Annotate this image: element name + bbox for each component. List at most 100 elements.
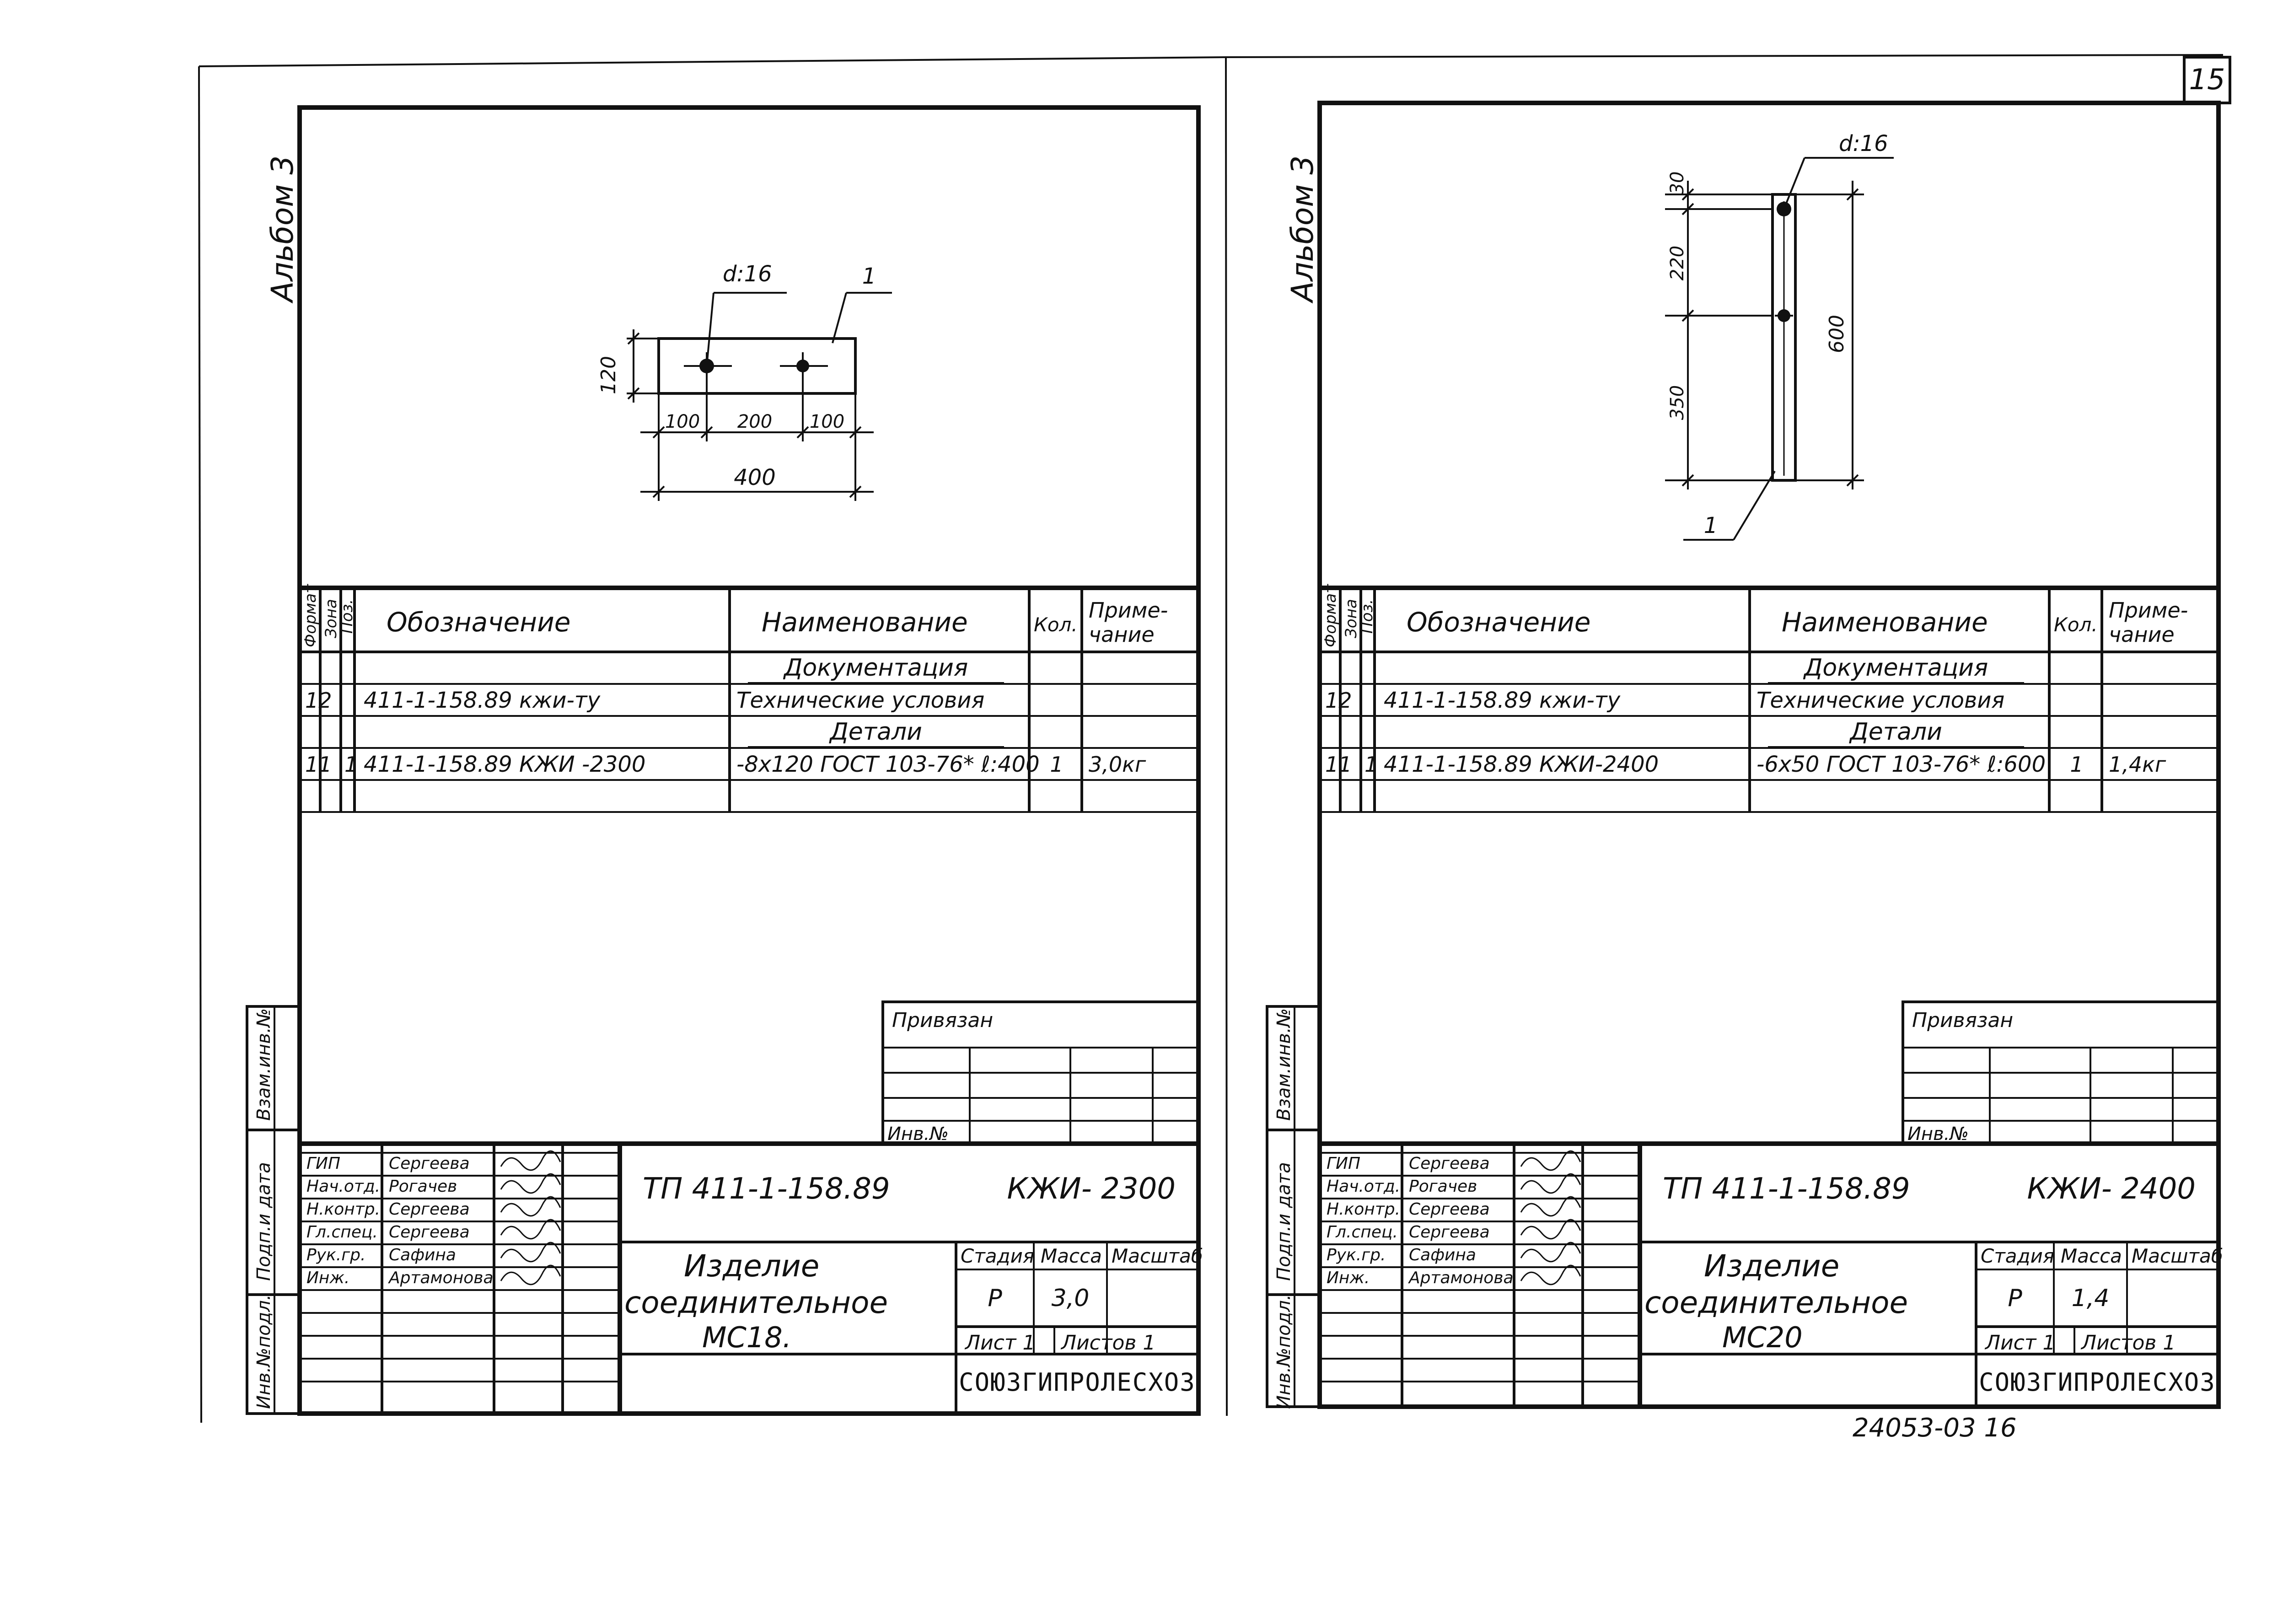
left-sheet-trim-line: [198, 66, 202, 1423]
signature-role: Инж.: [1327, 1269, 1370, 1287]
organization-name: СОЮЗГИПРОЛЕСХОЗ: [1979, 1368, 2216, 1397]
signature-role: Н.контр.: [306, 1200, 380, 1219]
sheet-separator-line: [1225, 57, 1228, 1416]
title-product-line1: Изделие: [684, 1248, 819, 1284]
position-mark-label: 1: [1704, 513, 1718, 538]
spec-header-note-line1: Приме-: [1089, 598, 1168, 623]
spec-cell-format: 12: [305, 688, 332, 713]
mass-value: 3,0: [1052, 1285, 1090, 1312]
stage-value: Р: [2008, 1285, 2022, 1312]
spec-header-name: Наименование: [1782, 607, 1988, 638]
album-label: Альбом 3: [265, 156, 300, 304]
side-stamp-column: [1266, 1005, 1321, 1408]
dimension-top: 30: [1667, 172, 1688, 195]
dimension-height: 120: [597, 356, 620, 394]
signature-scribble: [500, 1150, 561, 1171]
scale-label: Масштаб: [1112, 1245, 1203, 1267]
sheet-number: Лист 1: [1984, 1331, 2055, 1355]
signature-role: ГИП: [306, 1154, 340, 1173]
spec-header-quantity: Кол.: [1034, 613, 1078, 636]
sheet-frame: [297, 105, 1201, 1416]
signature-scribble: [1520, 1264, 1581, 1285]
dimension-total: 400: [734, 465, 776, 490]
spec-header-format: Формат: [1321, 584, 1340, 647]
spec-header-note-line2: чание: [1089, 622, 1155, 647]
dimension-tick: [700, 426, 713, 439]
dimension-tick: [627, 332, 640, 345]
spec-header-name: Наименование: [762, 607, 968, 638]
spec-cell-name: -6х50 ГОСТ 103-76* ℓ:600: [1757, 752, 2046, 777]
spec-header-zone: Зона: [322, 599, 340, 638]
stage-value: Р: [988, 1285, 1002, 1312]
signature-scribble: [1520, 1196, 1581, 1217]
signature-role: Нач.отд.: [1327, 1177, 1400, 1196]
footer-code: 24053-03 16: [1853, 1413, 2017, 1443]
spec-header-quantity: Кол.: [2054, 613, 2098, 636]
spec-cell-quantity: 1: [1050, 752, 1063, 777]
signature-name: Сергеева: [1409, 1200, 1490, 1219]
dimension-tick: [1846, 474, 1859, 487]
position-leader: [1733, 470, 1776, 541]
sheet-total: Листов 1: [2080, 1331, 2176, 1355]
dimension-middle: 200: [737, 411, 772, 432]
dimension-tick: [796, 426, 809, 439]
dimension-tick: [849, 485, 862, 498]
scale-label: Масштаб: [2132, 1245, 2223, 1267]
spec-header-note-line1: Приме-: [2109, 598, 2188, 623]
title-product-line1: Изделие: [1704, 1248, 1839, 1284]
spec-section-heading: Детали: [1849, 718, 1942, 746]
position-mark-label: 1: [862, 263, 876, 289]
spec-cell-position: 1: [1364, 752, 1378, 777]
dimension-tick: [652, 485, 665, 498]
spec-cell-designation: 411-1-158.89 КЖИ-2400: [1384, 752, 1659, 777]
spec-cell-name: Технические условия: [1757, 688, 2004, 713]
signature-role: Гл.спец.: [1327, 1223, 1398, 1242]
mass-label: Масса: [1041, 1245, 1102, 1267]
side-label-original-inventory: Инв.№подл.: [253, 1294, 274, 1409]
dimension-left: 100: [665, 411, 700, 432]
signature-scribble: [500, 1173, 561, 1194]
page-number: 15: [2189, 63, 2225, 96]
organization-name: СОЮЗГИПРОЛЕСХОЗ: [959, 1368, 1196, 1397]
dimension-tick: [1681, 203, 1694, 215]
side-label-signature-date: Подп.и дата: [253, 1162, 274, 1281]
side-label-replaced-inventory: Взам.инв.№: [1273, 1008, 1295, 1121]
signature-role: Рук.гр.: [306, 1246, 365, 1264]
album-label: Альбом 3: [1285, 156, 1320, 304]
side-stamp-column: [246, 1005, 301, 1415]
signature-name: Артамонова: [388, 1269, 494, 1287]
stage-label: Стадия: [1981, 1245, 2054, 1267]
spec-header-designation: Обозначение: [1407, 607, 1590, 638]
spec-section-heading: Детали: [829, 718, 922, 746]
spec-section-heading: Документация: [1803, 654, 1988, 682]
signature-scribble: [500, 1264, 561, 1285]
title-project-code: ТП 411-1-158.89: [643, 1172, 890, 1206]
title-product-line3: МС18.: [702, 1321, 791, 1354]
title-product-line2: соединительное: [624, 1285, 888, 1320]
spec-header-note-line2: чание: [2109, 622, 2175, 647]
spec-cell-designation: 411-1-158.89 КЖИ -2300: [364, 752, 645, 777]
signature-scribble: [1520, 1242, 1581, 1263]
dimension-tick: [627, 387, 640, 400]
spec-header-format: Формат: [301, 584, 320, 647]
spec-cell-name: Технические условия: [736, 688, 984, 713]
hole-diameter-label: d:16: [723, 261, 772, 287]
dimension-tick: [1681, 474, 1694, 487]
signature-role: ГИП: [1327, 1154, 1360, 1173]
signature-name: Рогачев: [1409, 1177, 1477, 1196]
spec-cell-name: -8х120 ГОСТ 103-76* ℓ:400: [736, 752, 1040, 777]
dimension-right: 100: [810, 411, 844, 432]
spec-header-position: Поз.: [338, 599, 356, 634]
dimension-middle: 220: [1667, 246, 1688, 280]
signature-role: Н.контр.: [1327, 1200, 1400, 1219]
signature-scribble: [1520, 1150, 1581, 1171]
signature-scribble: [1520, 1219, 1581, 1240]
spec-cell-designation: 411-1-158.89 кжи-ту: [1384, 688, 1621, 713]
signature-name: Сергеева: [1409, 1223, 1490, 1242]
hole-diameter-label: d:16: [1839, 131, 1888, 156]
binding-title: Привязан: [892, 1009, 993, 1032]
spec-cell-note: 3,0кг: [1089, 752, 1146, 777]
